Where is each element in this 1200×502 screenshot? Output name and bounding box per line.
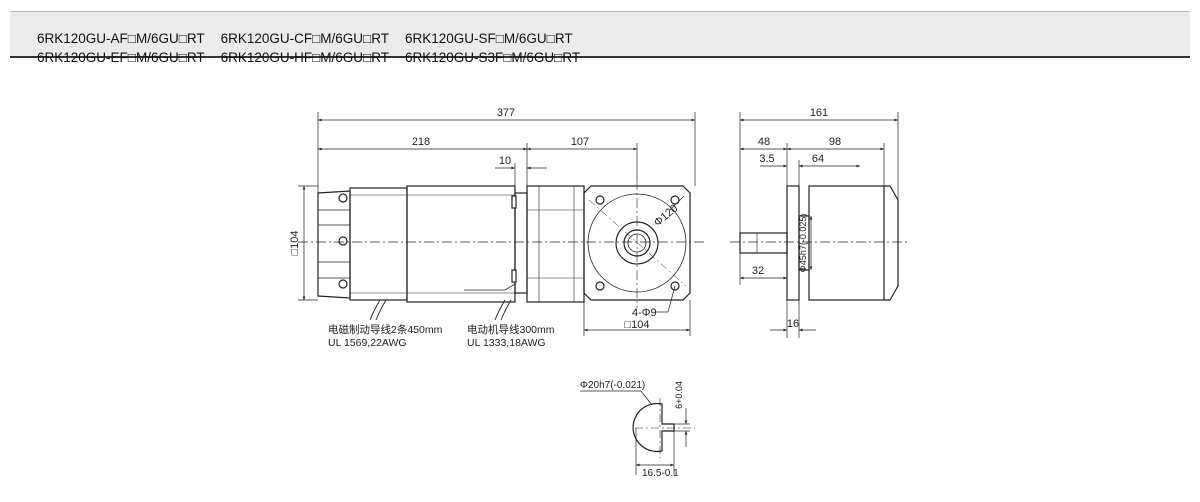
output-shaft <box>739 232 788 254</box>
model-header: 6RK120GU-AF□M/6GU□RT 6RK120GU-CF□M/6GU□RT… <box>10 11 1190 65</box>
dim-overall-length: 377 <box>497 107 515 119</box>
dim-end-161: 161 <box>810 107 828 119</box>
model-name: 6RK120GU-EF□M/6GU□RT <box>37 50 205 65</box>
dim-flange-10: 10 <box>499 155 511 167</box>
dim-height-104: □104 <box>289 231 301 256</box>
model-row-1: 6RK120GU-AF□M/6GU□RT 6RK120GU-CF□M/6GU□RT… <box>22 16 589 61</box>
dim-end-3-5: 3.5 <box>759 153 774 165</box>
motor-lead-wires <box>494 299 512 321</box>
screw-icon <box>338 193 348 203</box>
shaft-detail <box>632 402 675 453</box>
dim-end-98: 98 <box>829 136 841 148</box>
dim-shaft-32: 32 <box>752 265 764 277</box>
dim-end-48: 48 <box>758 136 770 148</box>
motor-lead-ul: UL 1333,18AWG <box>467 337 546 349</box>
front-view <box>583 185 691 301</box>
brake-lead-note: 电磁制动导线2条450mm <box>328 323 443 336</box>
dimension-lines <box>298 112 899 475</box>
dim-motor-length: 218 <box>412 136 430 148</box>
model-name: 6RK120GU-HF□M/6GU□RT <box>220 50 389 65</box>
flange-square <box>583 185 691 301</box>
brake-ribs <box>318 209 350 279</box>
side-view <box>317 185 585 321</box>
model-name: 6RK120GU-SF□M/6GU□RT <box>404 31 573 46</box>
model-row-2: 6RK120GU-EF□M/6GU□RT 6RK120GU-HF□M/6GU□RT… <box>22 35 596 80</box>
dim-gear-length: 107 <box>571 136 589 148</box>
motor-lead-note: 电动机导线300mm <box>467 323 555 336</box>
dim-end-64: 64 <box>812 153 824 165</box>
gearhead-body <box>526 185 585 303</box>
screw-icon <box>338 279 348 289</box>
model-name: 6RK120GU-AF□M/6GU□RT <box>37 31 205 46</box>
model-name: 6RK120GU-S3F□M/6GU□RT <box>404 50 581 65</box>
end-gear-body <box>808 185 885 301</box>
dim-flange-16: 16 <box>787 318 799 330</box>
mount-hole-icon <box>595 281 605 291</box>
end-view <box>739 185 899 301</box>
dim-mount-holes: 4-Φ9 <box>632 307 657 319</box>
shaft-section <box>632 402 675 453</box>
screw-icon <box>338 236 348 246</box>
brake-lead-ul: UL 1569,22AWG <box>328 337 407 349</box>
mount-hole-icon <box>670 195 680 205</box>
dim-key-6: 6+0.04 <box>674 381 684 409</box>
motor-flange <box>514 192 528 294</box>
end-cap <box>884 185 899 301</box>
dim-shaft-dia: Φ20h7(-0.021) <box>580 380 645 391</box>
dim-pilot-45: Φ45h7(-0.025) <box>798 214 808 273</box>
dim-key-16-5: 16.5-0.1 <box>642 468 679 479</box>
mount-hole-icon <box>670 281 680 291</box>
mount-hole-icon <box>595 195 605 205</box>
dim-width-104: □104 <box>625 319 650 331</box>
brake-lead-wires <box>369 299 387 321</box>
dim-pcd-120: Φ120 <box>652 202 681 229</box>
motor-body-left <box>349 187 408 301</box>
motor-body <box>406 185 516 303</box>
model-name: 6RK120GU-CF□M/6GU□RT <box>220 31 389 46</box>
